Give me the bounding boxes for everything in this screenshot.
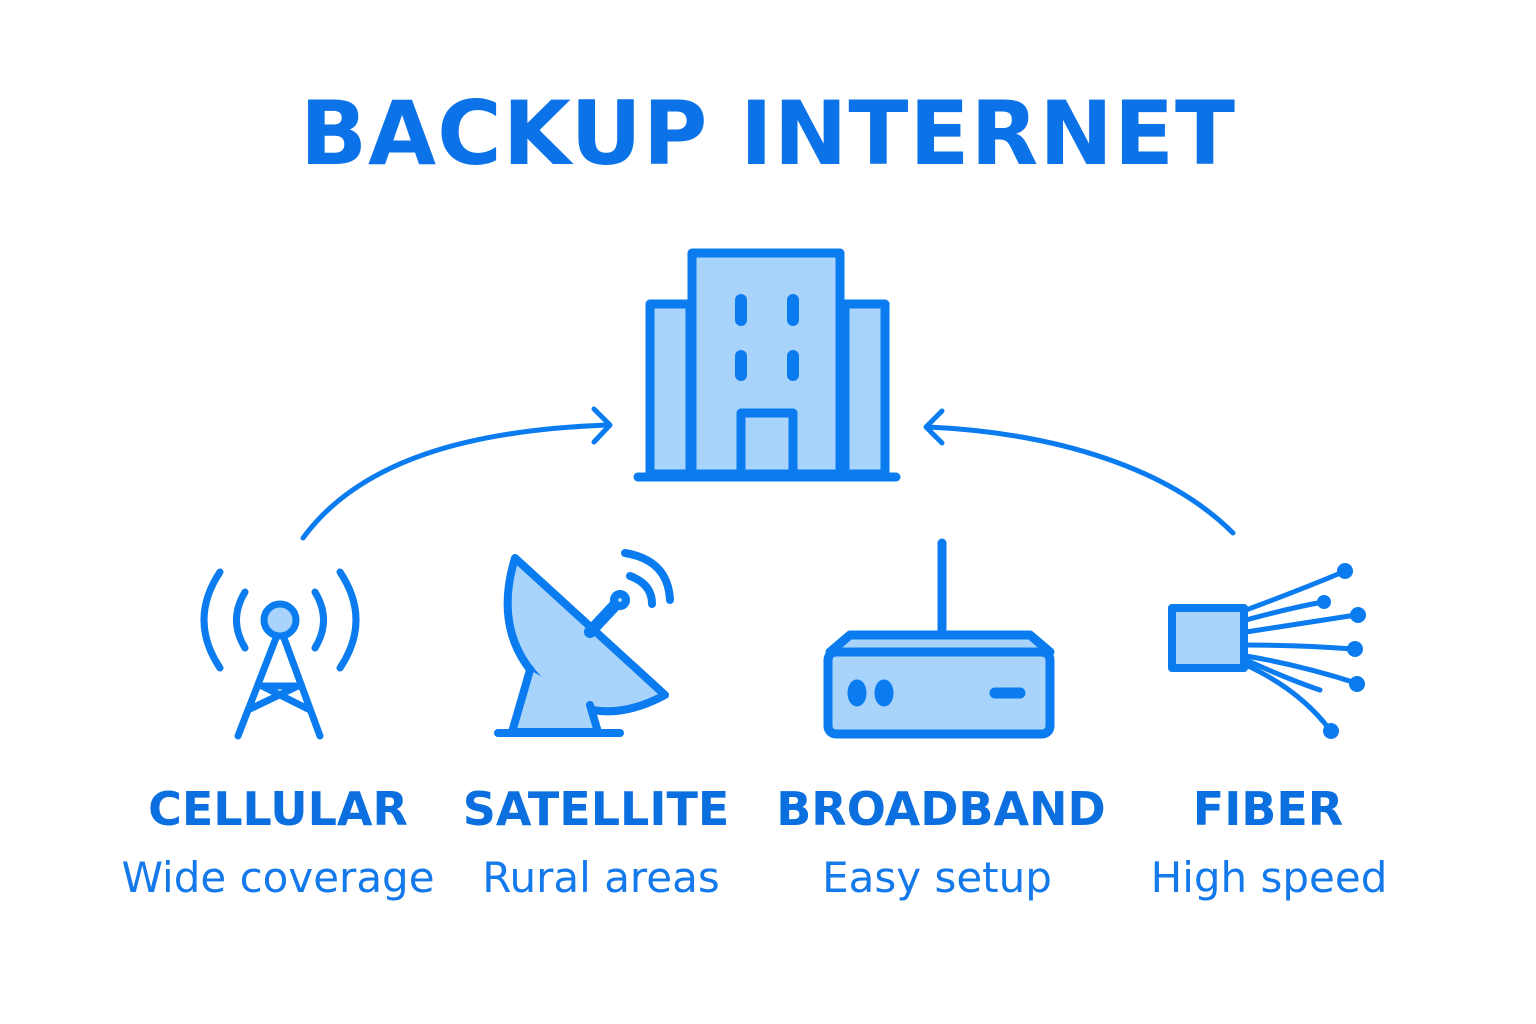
fiber-optic-icon bbox=[1168, 563, 1366, 739]
option-label-fiber: FIBER bbox=[1192, 782, 1344, 836]
satellite-dish-icon bbox=[494, 549, 674, 737]
option-label-satellite: SATELLITE bbox=[462, 782, 730, 836]
office-building-icon bbox=[633, 248, 901, 482]
option-label-broadband: BROADBAND bbox=[776, 782, 1106, 836]
arrow-right bbox=[923, 408, 1236, 536]
option-desc-broadband: Easy setup bbox=[822, 853, 1052, 902]
option-desc-cellular: Wide coverage bbox=[121, 853, 435, 902]
page-title: BACKUP INTERNET bbox=[299, 82, 1237, 185]
option-desc-satellite: Rural areas bbox=[482, 853, 720, 902]
cell-tower-icon bbox=[200, 568, 360, 740]
router-icon bbox=[823, 538, 1055, 739]
option-desc-fiber: High speed bbox=[1150, 853, 1388, 902]
option-label-cellular: CELLULAR bbox=[148, 782, 408, 836]
arrow-left bbox=[300, 406, 613, 541]
